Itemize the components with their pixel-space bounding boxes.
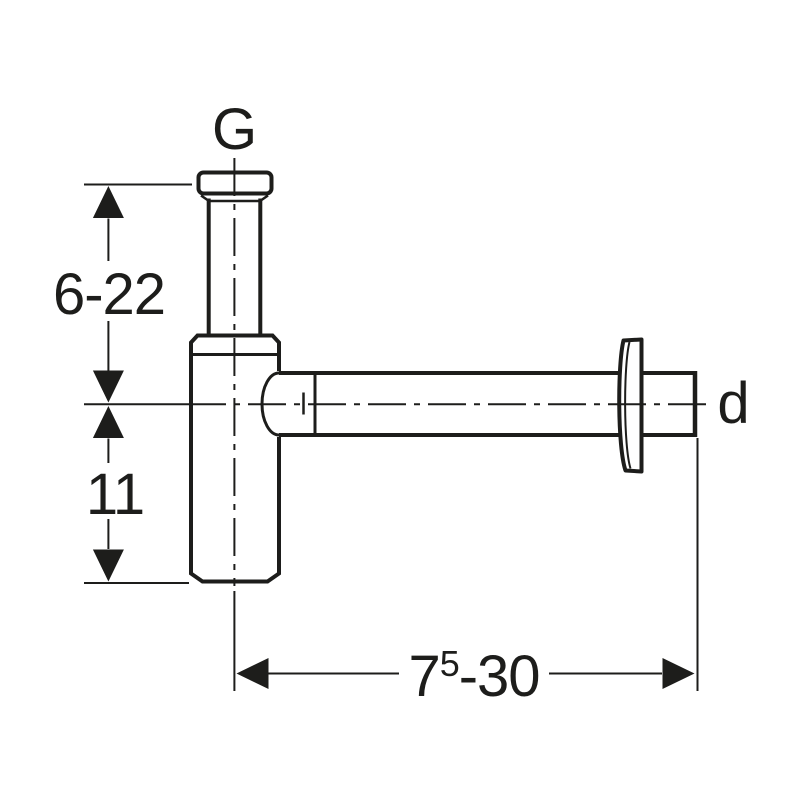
inlet-height-dimension-text: 6-22: [52, 262, 166, 327]
centerlines-group: [84, 158, 707, 586]
inlet-cap-skirt: [200, 194, 269, 203]
arrowhead-down-body-depth: [92, 549, 124, 582]
thread-label: G: [211, 97, 257, 162]
diameter-label: d: [717, 371, 749, 436]
outlet-length-suffix: -30: [458, 644, 541, 709]
dimension-lines-group: [92, 186, 695, 689]
outlet-length-dimension-text: 7 5 -30: [408, 643, 541, 709]
arrowhead-right-outlet-length: [662, 658, 695, 689]
fixture-outlines-group: [189, 170, 698, 584]
wall-rosette-inner-edge: [624, 341, 632, 469]
body-depth-dimension-text: 11: [85, 462, 145, 527]
arrowhead-down-inlet-height: [92, 370, 124, 403]
arrowhead-up-body-depth: [92, 406, 124, 438]
wall-rosette: [617, 337, 644, 474]
arrowhead-up-inlet-height: [92, 186, 124, 218]
arrowhead-left-outlet-length: [236, 658, 269, 689]
outlet-length-superscript: 5: [439, 643, 460, 684]
extension-lines-group: [84, 183, 699, 691]
outlet-length-prefix: 7: [408, 644, 440, 709]
trap-body-outline: [189, 333, 281, 584]
